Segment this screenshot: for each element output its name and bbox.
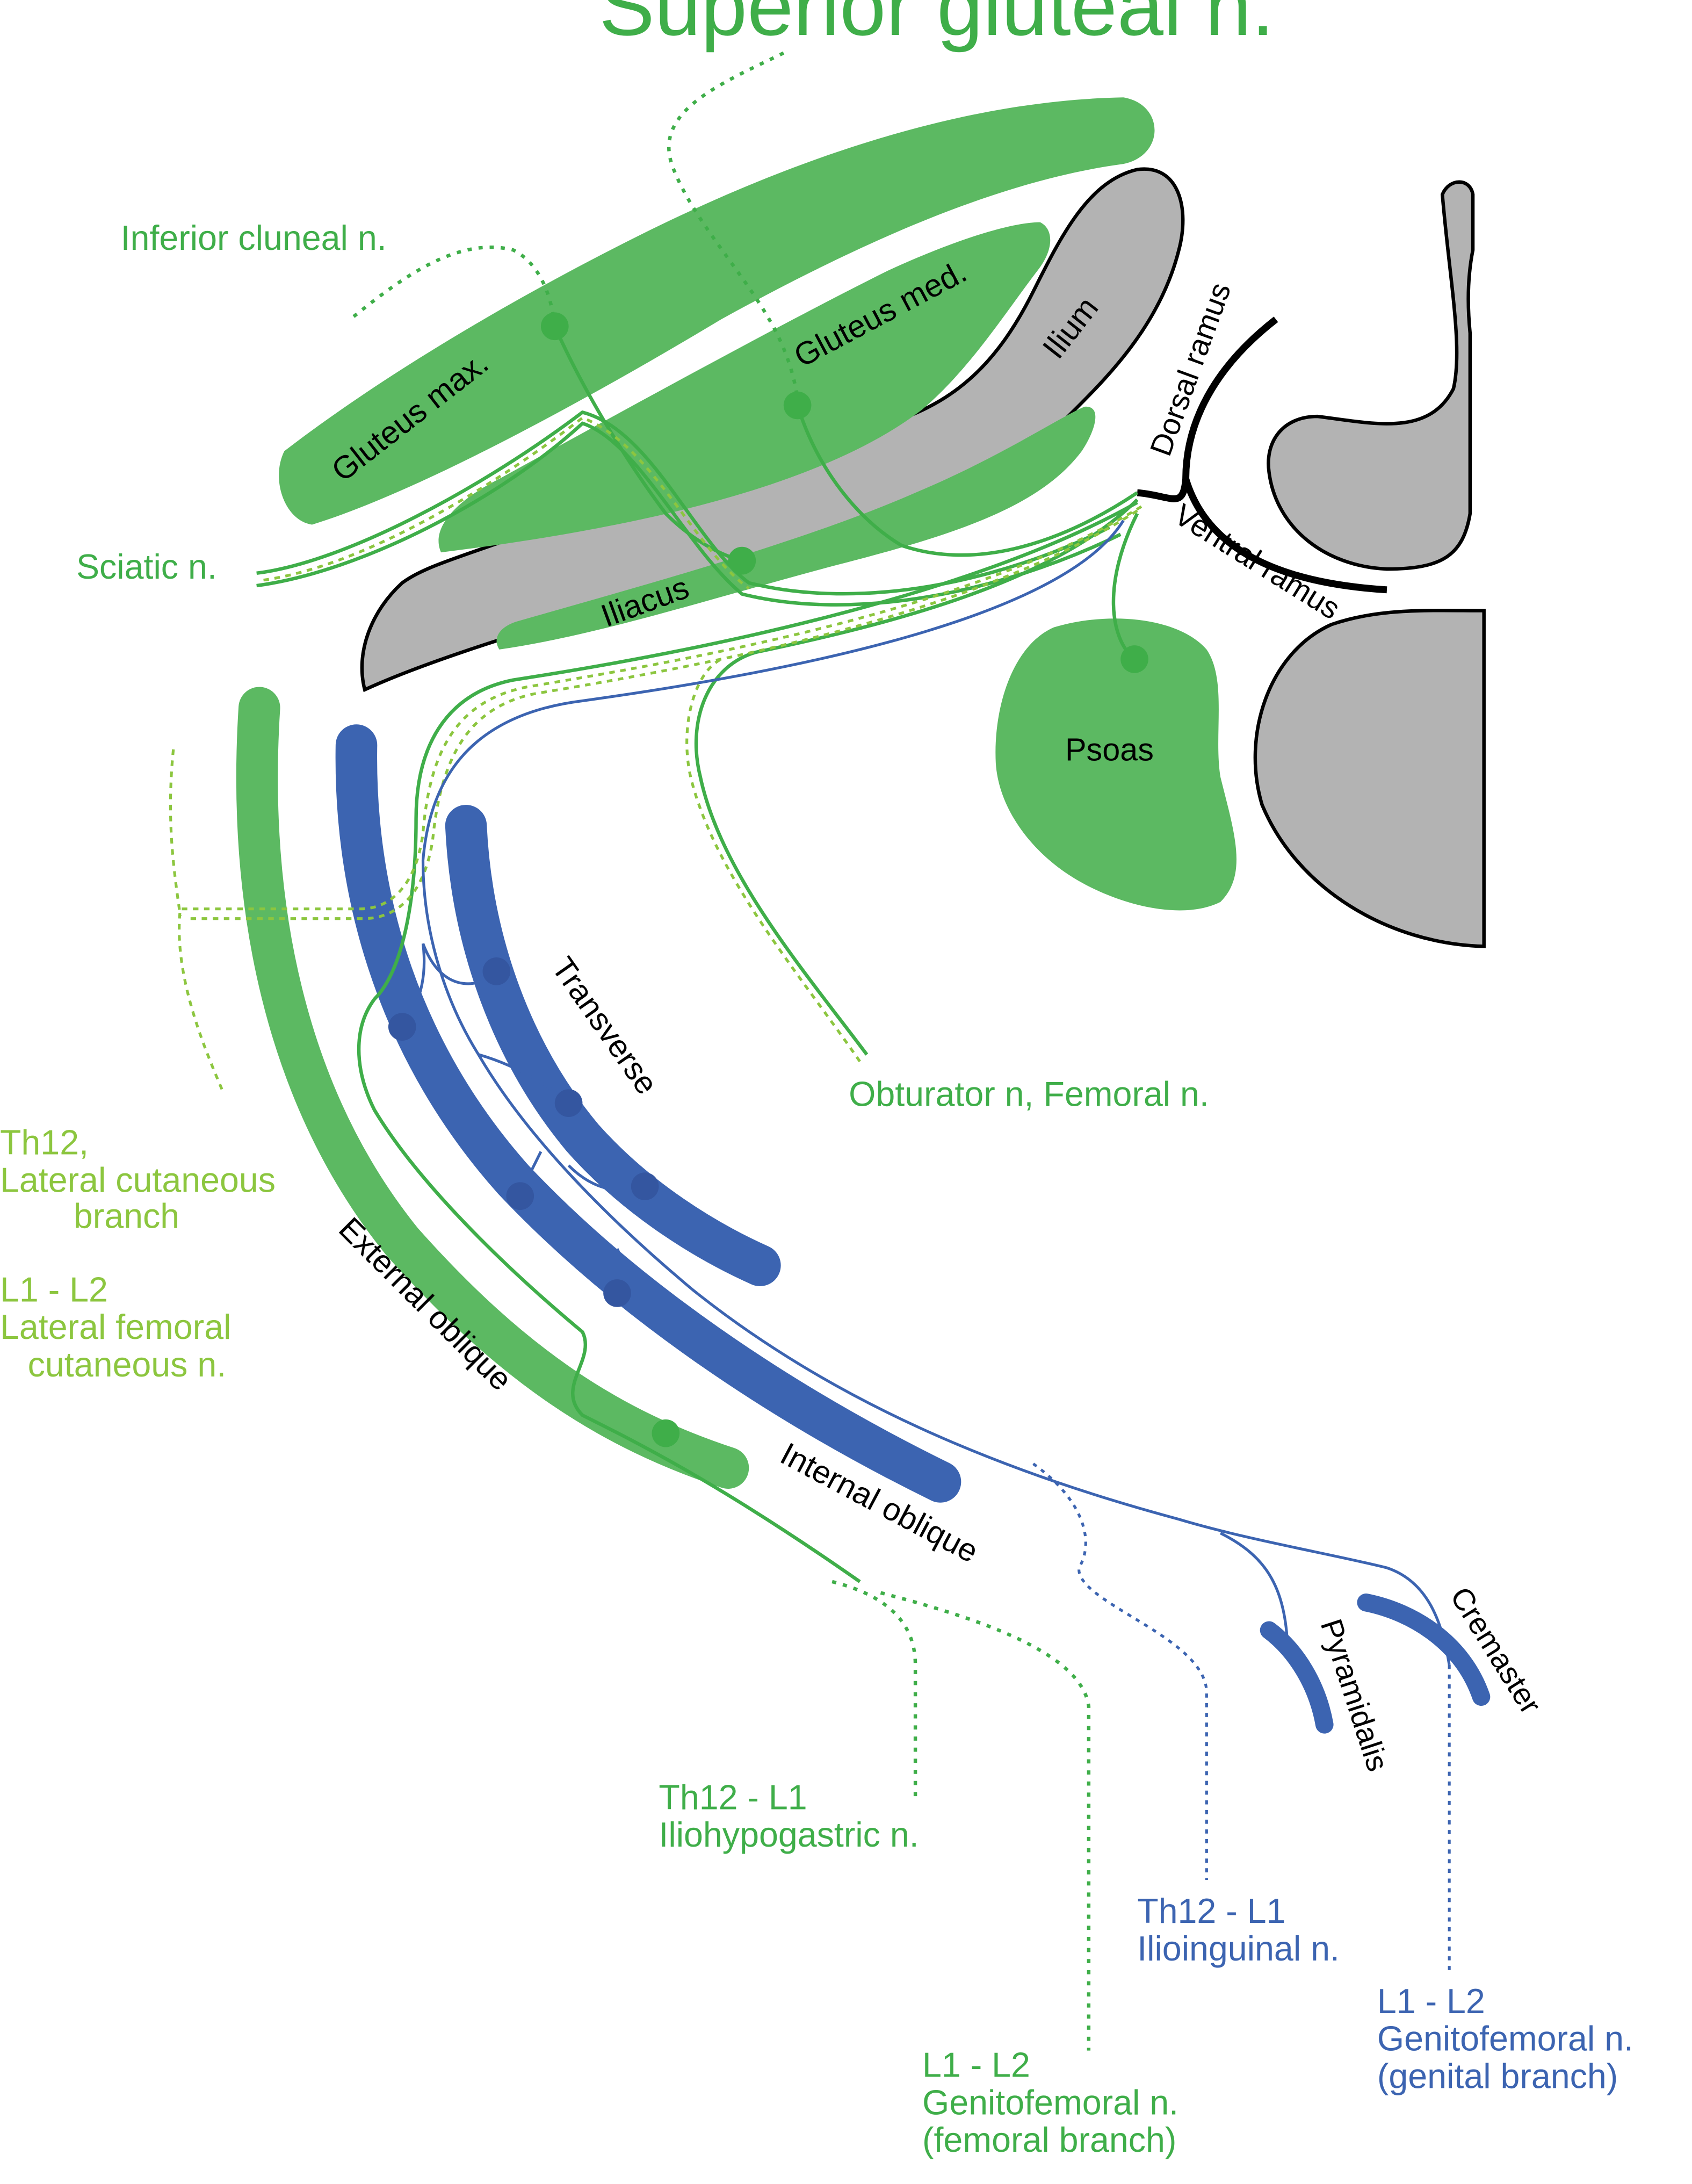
l1l2-lateral-line3: cutaneous n. [28, 1345, 227, 1384]
label-ilioinguinal: Th12 - L1 Ilioinguinal n. [1137, 1892, 1340, 1968]
th12-lateral-cutaneous-dashed [169, 749, 182, 916]
green-dotted-nerves [352, 51, 1091, 2051]
obturator-femoral-nerve [694, 498, 1139, 1056]
genitofemoral-femoral-line2: Genitofemoral n. [922, 2083, 1178, 2122]
inferior-cluneal-dotted [352, 246, 556, 327]
th12-lateral-line3: branch [74, 1197, 179, 1236]
label-psoas: Psoas [1065, 731, 1154, 767]
dot-transverse-3 [631, 1172, 659, 1200]
vertebral-body [1253, 609, 1486, 948]
inferior-cluneal-nerve [553, 325, 743, 563]
ilioinguinal-dotted [1032, 1462, 1208, 1880]
iliohypogastric-dotted [831, 1580, 917, 1801]
ilioinguinal-line1: Th12 - L1 [1137, 1892, 1285, 1930]
spinal-nerve [1137, 316, 1387, 594]
vertebra-arch [1267, 180, 1475, 571]
external-oblique-muscle [236, 687, 749, 1489]
genitofemoral-femoral-dotted [880, 1591, 1091, 2051]
th12-lateral-line1: Th12, [0, 1123, 89, 1162]
bones [360, 167, 1486, 948]
iliohypogastric-line2: Iliohypogastric n. [659, 1815, 919, 1854]
dorsal-ramus-line [1137, 316, 1278, 502]
label-genitofemoral-femoral: L1 - L2 Genitofemoral n. (femoral branch… [922, 2046, 1188, 2159]
label-superior-gluteal: Superior gluteal n. [599, 0, 1274, 53]
iliohypogastric-line1: Th12 - L1 [659, 1778, 807, 1817]
blue-dotted-nerves [1032, 1462, 1451, 1970]
label-sciatic: Sciatic n. [76, 547, 217, 586]
genitofemoral-genital-line1: L1 - L2 [1377, 1982, 1485, 2021]
genitofemoral-femoral-line1: L1 - L2 [922, 2046, 1030, 2085]
dot-external-oblique [652, 1419, 680, 1447]
nerve-entry-dots [388, 312, 1148, 1447]
dot-psoas [1120, 645, 1148, 673]
gluteus-max-muscle [279, 97, 1155, 525]
dot-gluteus-med [783, 391, 812, 420]
dot-internal-1 [388, 1013, 416, 1041]
green-nerves [256, 325, 1139, 1583]
ilioinguinal-line2: Ilioinguinal n. [1137, 1929, 1340, 1968]
lateral-femoral-cutaneous-dashed [178, 505, 1143, 1090]
dot-gluteus-max [540, 312, 569, 341]
dot-internal-2 [506, 1182, 534, 1210]
pyramidalis-nerve [1219, 1532, 1289, 1638]
label-l1l2-lateral-femoral: L1 - L2 Lateral femoral cutaneous n. [0, 1270, 241, 1383]
pyramidalis-muscle [1260, 1621, 1334, 1734]
genitofemoral-genital-line2: Genitofemoral n. [1377, 2020, 1633, 2058]
abdominal-wall-muscles [236, 687, 1491, 1734]
label-iliohypogastric: Th12 - L1 Iliohypogastric n. [659, 1778, 919, 1854]
light-green-dashed-nerves [169, 416, 1143, 1090]
internal-oblique-muscle [335, 724, 961, 1503]
cremaster-muscle [1357, 1593, 1491, 1706]
iliacus-muscle [496, 406, 1096, 650]
l1l2-lateral-line2: Lateral femoral [0, 1308, 231, 1346]
l1l2-lateral-line1: L1 - L2 [0, 1270, 108, 1309]
label-inferior-cluneal: Inferior cluneal n. [121, 219, 387, 257]
label-th12-lateral: Th12, Lateral cutaneous branch [0, 1123, 285, 1236]
ventral-ramus-line [1182, 478, 1387, 594]
genitofemoral-femoral-line3: (femoral branch) [922, 2121, 1176, 2159]
ilio-trunk-green [357, 501, 1138, 1583]
th12-lateral-line2: Lateral cutaneous [0, 1161, 276, 1199]
sciatic-dashed [263, 416, 750, 590]
dot-transverse-2 [554, 1089, 583, 1117]
lateral-femoral-cutaneous-edge [187, 509, 1138, 920]
dot-internal-3 [603, 1279, 631, 1307]
psoas-muscle [995, 618, 1237, 911]
transverse-muscle [445, 805, 781, 1286]
green-muscles [279, 97, 1237, 911]
label-genitofemoral-genital: L1 - L2 Genitofemoral n. (genital branch… [1377, 1982, 1643, 2095]
dot-iliacus [728, 546, 756, 575]
superior-gluteal-nerve [796, 405, 1139, 557]
ilioinguinal-nerve [421, 520, 1451, 1666]
femoral-dashed [685, 658, 861, 1063]
dot-transverse-1 [482, 957, 511, 985]
label-obturator-femoral: Obturator n, Femoral n. [849, 1075, 1209, 1113]
sciatic-nerve-edge [256, 421, 1122, 607]
labels: Superior gluteal n. Inferior cluneal n. … [0, 0, 1643, 2159]
gluteus-med-muscle [438, 222, 1051, 553]
genitofemoral-genital-line3: (genital branch) [1377, 2057, 1618, 2095]
